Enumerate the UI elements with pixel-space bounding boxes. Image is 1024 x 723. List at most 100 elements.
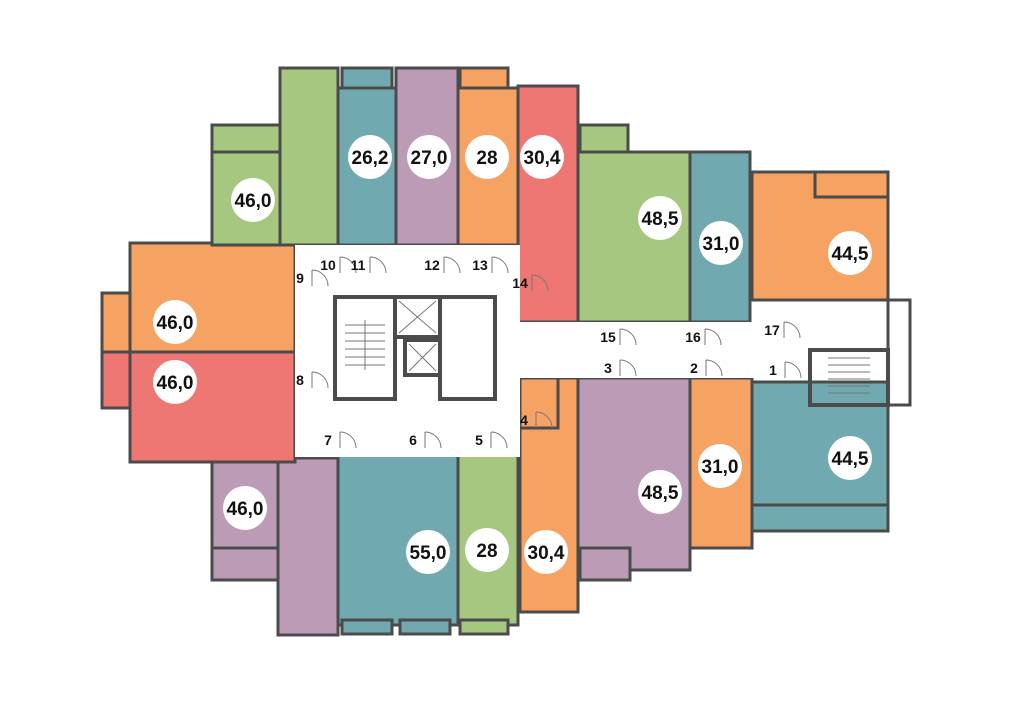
apartment-number: 17 <box>764 322 780 338</box>
door-icon <box>311 269 329 287</box>
apartment-8[interactable] <box>100 350 297 464</box>
apartment-10[interactable] <box>210 66 340 247</box>
apartment-number: 14 <box>512 275 528 291</box>
apartment-room <box>576 150 692 324</box>
door-icon <box>619 359 637 377</box>
apartment-number: 8 <box>296 372 304 388</box>
apartment-number: 9 <box>296 270 304 286</box>
area-badge <box>465 528 509 572</box>
door-icon <box>531 274 549 292</box>
area-badge <box>698 444 742 488</box>
apartment-room <box>458 618 510 636</box>
apartment-number: 10 <box>320 257 336 273</box>
building-core <box>295 245 912 457</box>
area-badge <box>524 530 568 574</box>
area-label: 48,5 <box>642 483 679 504</box>
door-icon <box>339 256 357 274</box>
apartment-number: 11 <box>351 257 366 273</box>
elevator-icon <box>408 343 437 372</box>
door-icon <box>784 361 802 379</box>
apartment-room <box>813 170 890 199</box>
area-label: 44,5 <box>832 449 869 470</box>
area-badge <box>407 135 451 179</box>
apartment-room <box>210 546 280 582</box>
apartment-room <box>128 350 297 464</box>
area-badge <box>348 135 392 179</box>
area-label: 30,4 <box>528 543 565 564</box>
door-icon <box>491 256 509 274</box>
apartment-17[interactable] <box>750 170 890 302</box>
apartment-14[interactable] <box>516 84 580 324</box>
apartment-number: 4 <box>520 412 528 428</box>
area-badge <box>520 135 564 179</box>
door-icon <box>783 321 801 339</box>
area-label: 46,0 <box>235 191 272 212</box>
area-badge <box>828 231 872 275</box>
apartment-room <box>128 241 297 354</box>
apartment-4[interactable] <box>518 376 580 614</box>
area-label: 46,0 <box>157 313 194 334</box>
apartment-room <box>278 66 340 247</box>
area-badge <box>828 436 872 480</box>
shaft-block <box>438 295 497 401</box>
door-icon <box>705 359 723 377</box>
apartment-room <box>340 66 394 90</box>
door-icon <box>339 431 357 449</box>
apartment-room <box>276 456 340 637</box>
apartment-number: 2 <box>690 360 698 376</box>
area-badge <box>153 300 197 344</box>
stairs-icon <box>345 320 385 370</box>
apartment-room <box>340 618 394 636</box>
area-label: 55,0 <box>410 543 447 564</box>
apartment-room <box>398 618 452 636</box>
apartment-room <box>100 291 132 354</box>
door-icon <box>535 411 553 429</box>
door-icon <box>311 371 329 389</box>
apartment-number: 3 <box>604 360 612 376</box>
apartment-number: 16 <box>685 329 701 345</box>
apartment-15[interactable] <box>576 123 692 324</box>
area-label: 28 <box>476 541 497 562</box>
apartment-room <box>750 503 890 533</box>
apartment-number: 6 <box>409 432 417 448</box>
door-icon <box>424 431 442 449</box>
apartment-room <box>210 123 284 154</box>
apartment-number: 12 <box>424 257 440 273</box>
vestibule-east <box>886 298 912 407</box>
area-label: 31,0 <box>702 457 739 478</box>
area-badge <box>638 196 682 240</box>
apartment-room <box>518 376 560 430</box>
door-icon <box>369 256 387 274</box>
door-icon <box>490 431 508 449</box>
elevator-icon <box>398 300 437 334</box>
area-label: 46,0 <box>157 373 194 394</box>
apartment-number: 5 <box>475 432 483 448</box>
area-label: 26,2 <box>352 148 389 169</box>
area-label: 44,5 <box>832 244 869 265</box>
area-label: 48,5 <box>642 209 679 230</box>
door-icon <box>619 328 637 346</box>
apartment-room <box>576 376 692 572</box>
apartment-number: 13 <box>472 257 488 273</box>
stairs-icon <box>828 357 870 394</box>
area-label: 31,0 <box>703 234 740 255</box>
corridor <box>295 245 520 457</box>
area-badge <box>699 221 743 265</box>
area-badge <box>231 178 275 222</box>
door-icon <box>443 256 461 274</box>
area-badge <box>406 530 450 574</box>
apartment-number: 1 <box>769 362 777 378</box>
door-icon <box>704 328 722 346</box>
apartment-room <box>578 123 630 154</box>
apartment-7[interactable] <box>210 456 340 637</box>
apartment-room <box>458 66 510 90</box>
area-label: 30,4 <box>524 148 561 169</box>
area-badge <box>153 360 197 404</box>
stairwell-main <box>333 295 397 401</box>
area-label: 28 <box>476 148 497 169</box>
apartment-9[interactable] <box>100 241 297 354</box>
apartment-room <box>578 546 632 582</box>
apartment-number: 15 <box>600 329 616 345</box>
